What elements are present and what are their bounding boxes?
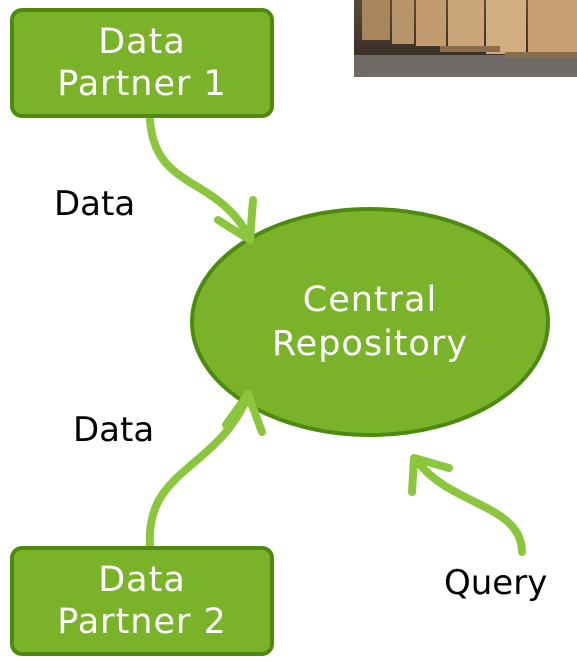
edge-label-query: Query xyxy=(444,563,548,603)
central-repository-ellipse xyxy=(190,207,550,437)
data-partner-2-box: Data Partner 2 xyxy=(10,546,274,656)
partner1-line1: Data xyxy=(98,22,186,62)
partner2-line1: Data xyxy=(98,560,186,600)
data-partner-1-box: Data Partner 1 xyxy=(10,8,274,118)
repository-line1: Central xyxy=(302,280,438,320)
partner2-line2: Partner 2 xyxy=(57,602,227,642)
edge-label-data-2: Data xyxy=(73,410,155,450)
warehouse-photo xyxy=(354,0,577,77)
repository-line2: Repository xyxy=(271,324,469,364)
partner1-line2: Partner 1 xyxy=(57,64,227,104)
arrow-partner1-to-repository xyxy=(146,116,257,244)
edge-label-data-1: Data xyxy=(54,184,136,224)
arrow-query-to-repository xyxy=(408,454,526,556)
central-repository-label: Central Repository xyxy=(240,278,500,366)
arrow-partner2-to-repository xyxy=(145,390,266,550)
